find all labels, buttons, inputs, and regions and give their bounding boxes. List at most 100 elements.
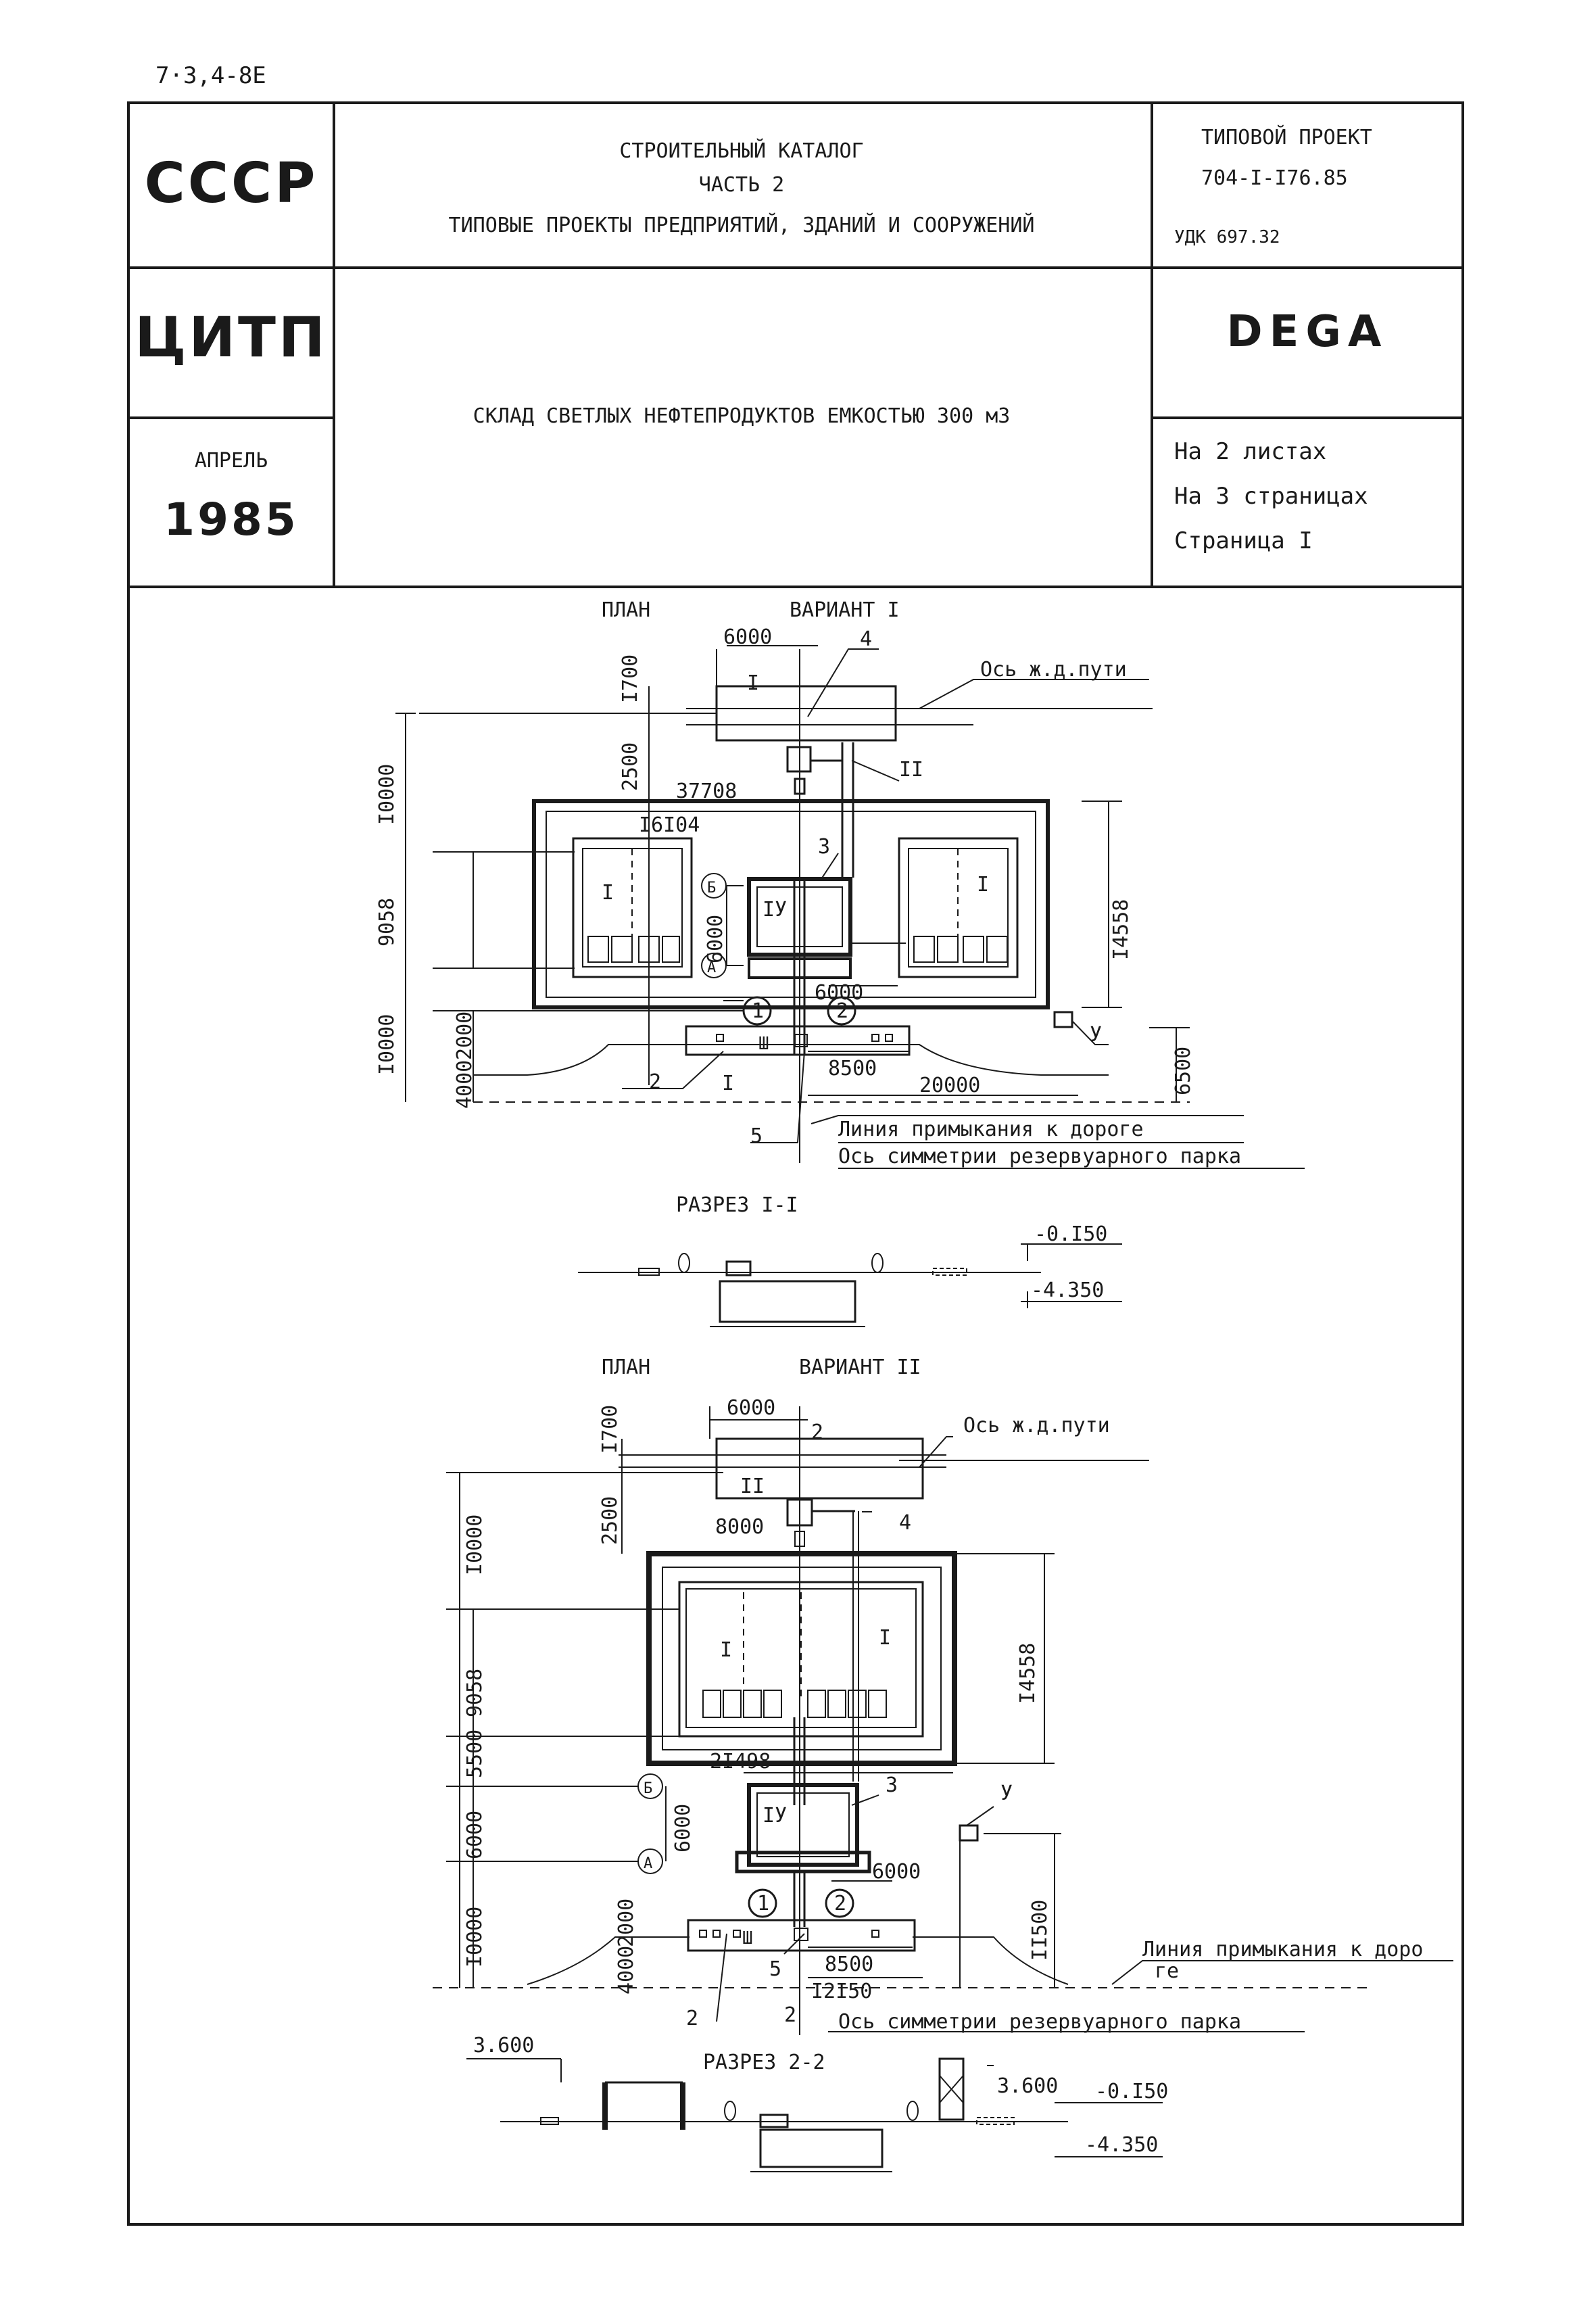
mark-A-1: А: [707, 959, 716, 976]
plan1-label: ПЛАН: [602, 598, 650, 622]
dim-1700-2: I700: [598, 1405, 622, 1454]
title-divider-h2: [130, 416, 333, 419]
mark-III-1: Ш: [758, 1034, 769, 1054]
mark-IV-2: IУ: [763, 1804, 787, 1828]
dim-14558-2: I4558: [1016, 1643, 1040, 1704]
dim-5500: 5500: [463, 1729, 487, 1778]
month-label: АПРЕЛЬ: [194, 449, 268, 473]
filling-station-1: [685, 1025, 911, 1056]
org-label: ЦИТП: [135, 306, 328, 370]
mark-2-1: 2: [836, 999, 848, 1023]
dim-6000-1: 6000: [723, 625, 772, 649]
sym-axis-1: Ось симметрии резервуарного парка: [838, 1145, 1241, 1168]
dim-6000-v: 6000: [704, 915, 727, 963]
mark-5-2: 5: [769, 1957, 781, 1981]
rail-platform-1: [715, 685, 897, 742]
variant1-label: ВАРИАНТ I: [790, 598, 900, 622]
dim-10000-b: I0000: [375, 1014, 399, 1075]
mark-II-1: II: [899, 758, 923, 782]
dim-4000-1: 4000: [453, 1060, 477, 1109]
country-label: СССР: [144, 151, 318, 216]
drawing-frame: СССР ЦИТП АПРЕЛЬ 1985 СТРОИТЕЛЬНЫЙ КАТАЛ…: [127, 101, 1464, 2226]
section2-elev-right: 3.600: [997, 2074, 1058, 2098]
mark-1-2: 1: [757, 1892, 769, 1915]
project-label: ТИПОВОЙ ПРОЕКТ: [1201, 126, 1372, 149]
dim-6000-d2: 6000: [872, 1860, 921, 1884]
section-2-2: [466, 2057, 1163, 2172]
mark-III-2: Ш: [742, 1928, 753, 1949]
variant2-label: ВАРИАНТ II: [799, 1356, 921, 1379]
sheets-count: На 2 листах: [1174, 438, 1327, 465]
mark-I-top: I: [747, 671, 759, 695]
section2-elev2: -4.350: [1085, 2133, 1158, 2157]
mark-B-2: Б: [644, 1780, 652, 1797]
title-block-bottom: [130, 586, 1464, 588]
project-number: 704-I-I76.85: [1201, 166, 1348, 190]
plan-variant-1: [395, 645, 1305, 1169]
dim-20000: 20000: [919, 1074, 980, 1097]
mark-4-1: 4: [860, 627, 872, 651]
mark-A-2: А: [644, 1855, 652, 1872]
section2-title: РАЗРЕЗ 2-2: [703, 2051, 825, 2074]
mark-I-right-2: I: [879, 1626, 891, 1650]
dim-6500: 6500: [1171, 1047, 1195, 1095]
tank-bund-2: [646, 1551, 957, 1766]
rail-axis-1: Ось ж.д.пути: [980, 658, 1127, 682]
pages-count: На 3 страницах: [1174, 483, 1368, 510]
plan-variant-2: [433, 1406, 1453, 2035]
dim-1700-1: I700: [619, 654, 642, 703]
dim-10000-2b: I0000: [463, 1907, 487, 1967]
filling-station-2: [687, 1919, 916, 1952]
plan2-label: ПЛАН: [602, 1356, 650, 1379]
dim-10000-a: I0000: [375, 764, 399, 825]
dim-4000-2: 4000: [614, 1946, 638, 1995]
sheet-code: 7·3,4-8E: [155, 62, 266, 89]
mark-2-2: 2: [834, 1892, 846, 1915]
mark-3-2: 3: [886, 1773, 898, 1797]
mark-I-left: I: [602, 881, 614, 905]
mark-Y-1: У: [1090, 1023, 1102, 1047]
mark-II-2: II: [740, 1475, 765, 1498]
mark-2cut: 2: [784, 2003, 796, 2027]
mark-B-1: Б: [707, 880, 716, 897]
dim-8000: 8000: [715, 1515, 764, 1539]
title-divider-h3: [333, 266, 1464, 269]
dim-2000-1: 2000: [453, 1011, 477, 1060]
dim-2000-2: 2000: [614, 1899, 638, 1947]
udk-code: УДК 697.32: [1174, 227, 1280, 247]
dim-6000-2: 6000: [727, 1396, 775, 1420]
dim-2500-2: 2500: [598, 1496, 622, 1545]
catalog-title: СТРОИТЕЛЬНЫЙ КАТАЛОГ: [619, 139, 864, 163]
section2-elev1: -0.I50: [1095, 2080, 1168, 2103]
road-line-2b: ге: [1155, 1959, 1179, 1983]
mark-I-left-2: I: [720, 1638, 732, 1662]
catalog-subtitle: ТИПОВЫЕ ПРОЕКТЫ ПРЕДПРИЯТИЙ, ЗДАНИЙ И СО…: [448, 214, 1035, 237]
dim-2500-1: 2500: [619, 742, 642, 791]
mark-1-1: 1: [752, 999, 764, 1023]
rail-platform-2: [715, 1437, 924, 1500]
mark-2top: 2: [811, 1421, 823, 1444]
page-number: Страница I: [1174, 527, 1313, 554]
title-divider-h1: [130, 266, 333, 269]
mark-IV-1: IУ: [763, 898, 787, 922]
dim-16104: I6I04: [639, 813, 700, 837]
mark-I-right: I: [977, 873, 989, 897]
mark-2b-1: 2: [649, 1070, 661, 1094]
dim-6000-2a: 6000: [463, 1811, 487, 1859]
project-code: DEGA: [1226, 307, 1388, 357]
dim-8500-2: 8500: [825, 1953, 873, 1976]
dim-21498: 2I498: [710, 1750, 771, 1773]
catalog-part: ЧАСТЬ 2: [698, 173, 785, 197]
dim-11500: II500: [1028, 1900, 1052, 1961]
sym-axis-2: Ось симметрии резервуарного парка: [838, 2010, 1241, 2034]
dim-9058-1: 9058: [375, 898, 399, 947]
section1-title: РАЗРЕЗ I-I: [676, 1193, 798, 1217]
dim-9058-2: 9058: [463, 1669, 487, 1717]
dim-14558-1: I4558: [1109, 899, 1133, 960]
dim-12150: I2I50: [811, 1980, 872, 2003]
title-divider-h4: [1151, 416, 1464, 419]
section1-elev2: -4.350: [1031, 1279, 1104, 1302]
pump-house-2: [747, 1783, 859, 1867]
tank-bund-1: [532, 799, 1050, 1009]
